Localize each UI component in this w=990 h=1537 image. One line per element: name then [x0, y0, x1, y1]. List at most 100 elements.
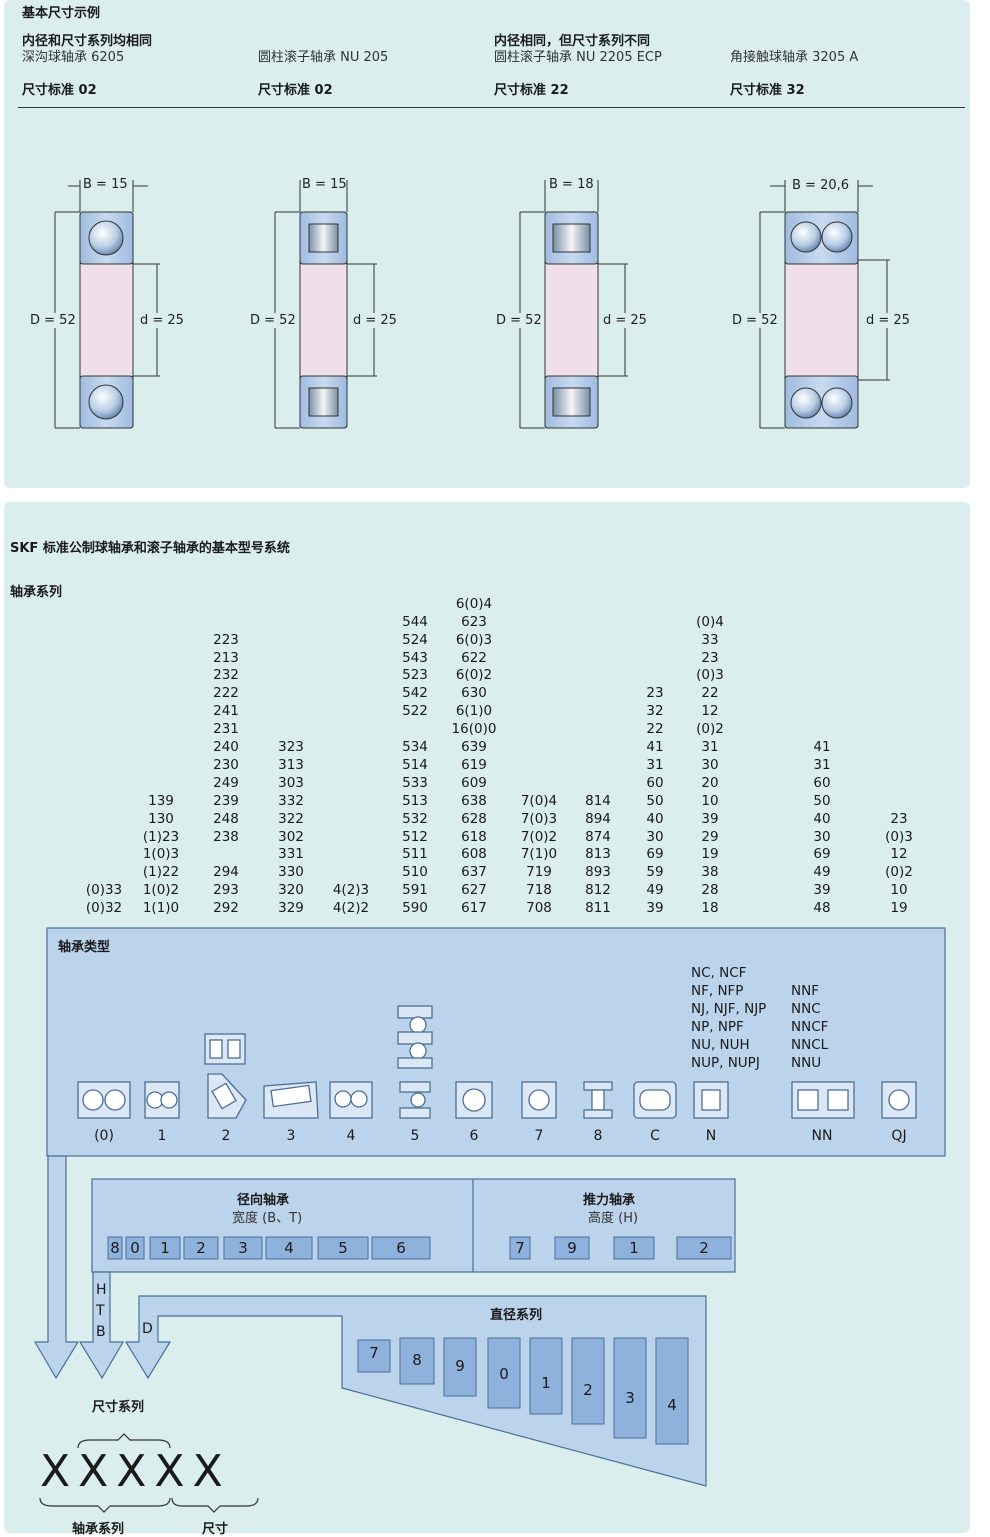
series-code: 38	[701, 864, 719, 881]
series-code: 230	[213, 756, 239, 773]
radial-title: 径向轴承	[237, 1193, 290, 1208]
series-code: 330	[278, 864, 304, 881]
bearing-type-label: 轴承类型	[58, 940, 111, 955]
series-code: 139	[148, 792, 174, 809]
series-code: (1)22	[142, 864, 180, 881]
series-code: 240	[213, 739, 239, 756]
series-code: 23	[890, 810, 908, 827]
series-code: 543	[402, 649, 428, 666]
diameter-code-0: 0	[499, 1365, 509, 1383]
thrust-title: 推力轴承	[583, 1193, 636, 1208]
series-code: 532	[402, 810, 428, 827]
bearing-name-2: 圆柱滚子轴承 NU 205	[258, 50, 389, 65]
d-outer-4: D = 52	[732, 313, 778, 328]
header-divider	[18, 107, 965, 108]
series-code: 39	[646, 900, 664, 917]
series-code: 49	[646, 882, 664, 899]
series-code: 50	[813, 792, 831, 809]
series-code: 609	[461, 774, 487, 791]
series-code: 313	[278, 756, 304, 773]
series-code: 513	[402, 792, 428, 809]
bearing-series-label: 轴承系列	[10, 585, 63, 600]
type-3: 3	[286, 1128, 296, 1144]
series-code: 293	[213, 882, 239, 899]
series-code: 294	[213, 864, 239, 881]
series-code: 69	[813, 846, 831, 863]
series-code: 29	[701, 828, 719, 845]
series-code: (0)2	[696, 721, 724, 738]
series-code: 590	[402, 900, 428, 917]
series-code: 32	[646, 703, 664, 720]
standard-1: 尺寸标准 02	[22, 83, 97, 98]
series-code: 213	[213, 649, 239, 666]
bearing-type-icons	[77, 1005, 917, 1119]
series-code: 18	[701, 900, 719, 917]
d-inner-1: d = 25	[140, 313, 184, 328]
series-code: (0)3	[885, 828, 913, 845]
series-code: 239	[213, 792, 239, 809]
series-code: 874	[585, 828, 611, 845]
series-code: 31	[701, 739, 719, 756]
braces	[39, 1433, 259, 1513]
series-code: 12	[890, 846, 908, 863]
series-code: (0)33	[85, 882, 123, 899]
b-dim-4: B = 20,6	[792, 178, 850, 193]
series-code: 23	[646, 685, 664, 702]
type-2: 2	[221, 1128, 231, 1144]
series-code: 50	[646, 792, 664, 809]
series-code: 22	[701, 685, 719, 702]
series-code: (1)23	[142, 828, 180, 845]
thrust-code-9: 9	[567, 1239, 577, 1257]
series-code: 510	[402, 864, 428, 881]
model-code: NU, NUH	[691, 1036, 750, 1053]
series-code: 627	[461, 882, 487, 899]
series-code: 130	[148, 810, 174, 827]
series-code: 638	[461, 792, 487, 809]
series-code: 39	[813, 882, 831, 899]
series-code: 48	[813, 900, 831, 917]
series-code: 619	[461, 756, 487, 773]
series-code: 292	[213, 900, 239, 917]
series-code: 31	[646, 756, 664, 773]
bearing-name-4: 角接触球轴承 3205 A	[730, 50, 859, 65]
radial-code-1: 1	[160, 1239, 170, 1257]
series-code: 60	[646, 774, 664, 791]
d-outer-1: D = 52	[30, 313, 76, 328]
b-dim-2: B = 15	[302, 177, 347, 192]
series-code: 22	[646, 721, 664, 738]
series-code: 524	[402, 631, 428, 648]
d-inner-4: d = 25	[866, 313, 910, 328]
series-code: 23	[701, 649, 719, 666]
thrust-subtitle: 高度 (H)	[588, 1211, 639, 1226]
series-code: 1(0)3	[142, 846, 180, 863]
b-dim-3: B = 18	[549, 177, 594, 192]
type-5: 5	[410, 1128, 420, 1144]
diameter-code-9: 9	[455, 1357, 465, 1375]
radial-code-8: 8	[110, 1239, 120, 1257]
type-8: 8	[593, 1128, 603, 1144]
series-code: 522	[402, 703, 428, 720]
radial-code-5: 5	[338, 1239, 348, 1257]
code-keys	[107, 1236, 732, 1445]
series-code: 31	[813, 756, 831, 773]
code-series-label: 轴承系列	[72, 1522, 125, 1537]
diameter-code-3: 3	[625, 1389, 635, 1407]
radial-code-3: 3	[238, 1239, 248, 1257]
type-6: 6	[469, 1128, 479, 1144]
series-code: 12	[701, 703, 719, 720]
series-code: 10	[890, 882, 908, 899]
series-code: 60	[813, 774, 831, 791]
type-arrow	[33, 1155, 80, 1380]
series-code: 4(2)2	[332, 900, 370, 917]
examples-title: 基本尺寸示例	[22, 6, 101, 21]
series-code: 10	[701, 792, 719, 809]
